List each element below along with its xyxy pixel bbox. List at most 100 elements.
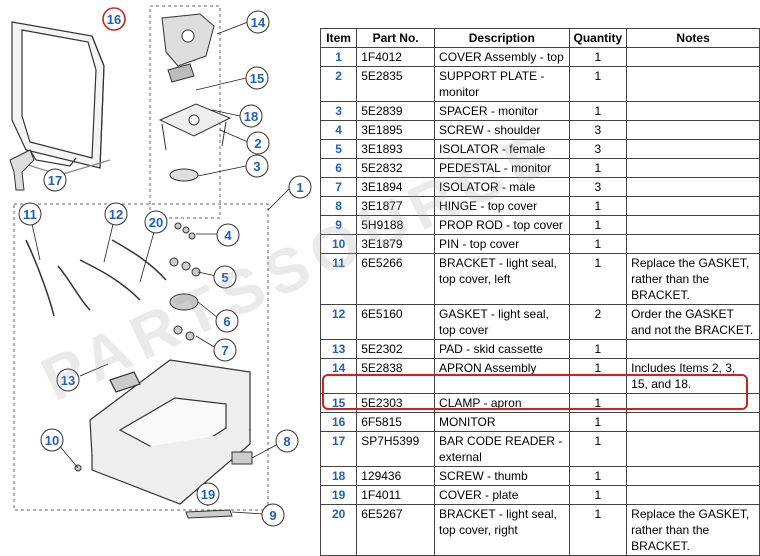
row-description: PIN - top cover	[434, 234, 570, 254]
callout-label: 2	[254, 136, 261, 151]
callout-15: 15	[245, 66, 269, 90]
row-item: 13	[319, 339, 358, 359]
row-quantity: 1	[568, 485, 628, 505]
row-quantity: 1	[568, 215, 628, 235]
row-description: BAR CODE READER - external	[434, 431, 570, 467]
monitor-illustration	[11, 21, 111, 176]
row-quantity: 1	[568, 234, 628, 254]
row-description: GASKET - light seal, top cover	[434, 304, 570, 340]
callout-label: 7	[221, 343, 228, 358]
row-notes	[626, 339, 760, 359]
row-part-no: 6F5815	[356, 412, 436, 432]
light-seal-brackets-illustration	[25, 239, 167, 317]
screws-isolators-illustration	[169, 222, 201, 341]
row-part-no: 3E1877	[356, 196, 436, 216]
row-item: 9	[319, 215, 358, 235]
row-part-no: 1F4011	[356, 485, 436, 505]
row-notes	[626, 431, 760, 467]
header-quantity: Quantity	[568, 28, 628, 48]
row-description: HINGE - top cover	[434, 196, 570, 216]
row-notes	[626, 196, 760, 216]
row-description: ISOLATOR - male	[434, 177, 570, 197]
row-description: SUPPORT PLATE - monitor	[434, 66, 570, 102]
callout-label: 13	[61, 373, 75, 388]
callout-10: 10	[40, 428, 64, 452]
callout-label: 8	[283, 434, 290, 449]
row-part-no: 5E2838	[356, 358, 436, 394]
row-quantity: 1	[568, 431, 628, 467]
table-header-row: Item Part No. Description Quantity Notes	[319, 28, 760, 48]
callout-12: 12	[104, 202, 128, 226]
callout-17: 17	[43, 168, 67, 192]
row-item: 6	[319, 158, 358, 178]
row-notes	[626, 485, 760, 505]
row-notes	[626, 120, 760, 140]
row-description: SCREW - shoulder	[434, 120, 570, 140]
callout-8: 8	[275, 429, 299, 453]
row-part-no: 6E5266	[356, 253, 436, 305]
row-item: 17	[319, 431, 358, 467]
callout-5: 5	[213, 265, 237, 289]
callout-label: 4	[224, 228, 232, 243]
row-quantity: 3	[568, 177, 628, 197]
header-description: Description	[434, 28, 570, 48]
top-cover-illustration	[89, 359, 251, 505]
callout-6: 6	[215, 309, 239, 333]
row-quantity: 1	[568, 253, 628, 305]
row-item: 15	[319, 393, 358, 413]
leader-lines	[31, 21, 291, 515]
row-description: PAD - skid cassette	[434, 339, 570, 359]
apron-illustration	[161, 13, 215, 83]
row-description: SCREW - thumb	[434, 466, 570, 486]
row-item: 10	[319, 234, 358, 254]
row-part-no: 3E1893	[356, 139, 436, 159]
callout-label: 17	[48, 173, 62, 188]
callout-2: 2	[246, 131, 270, 155]
callout-label: 16	[107, 12, 121, 27]
callout-label: 15	[250, 71, 264, 86]
callout-label: 3	[253, 159, 260, 174]
row-item: 12	[319, 304, 358, 340]
row-part-no: 6E5267	[356, 504, 436, 556]
callout-7: 7	[213, 338, 237, 362]
callout-label: 11	[23, 207, 37, 222]
row-description: PROP ROD - top cover	[434, 215, 570, 235]
row-part-no: SP7H5399	[356, 431, 436, 467]
row-item: 7	[319, 177, 358, 197]
row-quantity: 3	[568, 139, 628, 159]
row-notes	[626, 466, 760, 486]
row-notes: Replace the GASKET, rather than the BRAC…	[626, 253, 760, 305]
row-notes	[626, 393, 760, 413]
row-part-no: 129436	[356, 466, 436, 486]
callout-19: 19	[196, 482, 220, 506]
callout-label: 9	[269, 508, 276, 523]
spacer-illustration	[169, 168, 199, 182]
row-part-no: 5E2832	[356, 158, 436, 178]
row-part-no: 5E2839	[356, 101, 436, 121]
support-plate-illustration	[158, 103, 232, 151]
row-item: 18	[319, 466, 358, 486]
row-item: 3	[319, 101, 358, 121]
row-quantity: 3	[568, 120, 628, 140]
parts-list-table: Item Part No. Description Quantity Notes…	[319, 28, 760, 556]
row-notes	[626, 158, 760, 178]
row-quantity: 1	[568, 358, 628, 394]
row-notes: Includes Items 2, 3, 15, and 18.	[626, 358, 760, 394]
callout-1: 1	[288, 175, 312, 199]
row-part-no: 3E1879	[356, 234, 436, 254]
row-item: 16	[319, 412, 358, 432]
top-cover-assembly-group-box	[13, 203, 269, 511]
row-description: PEDESTAL - monitor	[434, 158, 570, 178]
row-part-no: 1F4012	[356, 47, 436, 67]
callout-label: 10	[45, 433, 59, 448]
